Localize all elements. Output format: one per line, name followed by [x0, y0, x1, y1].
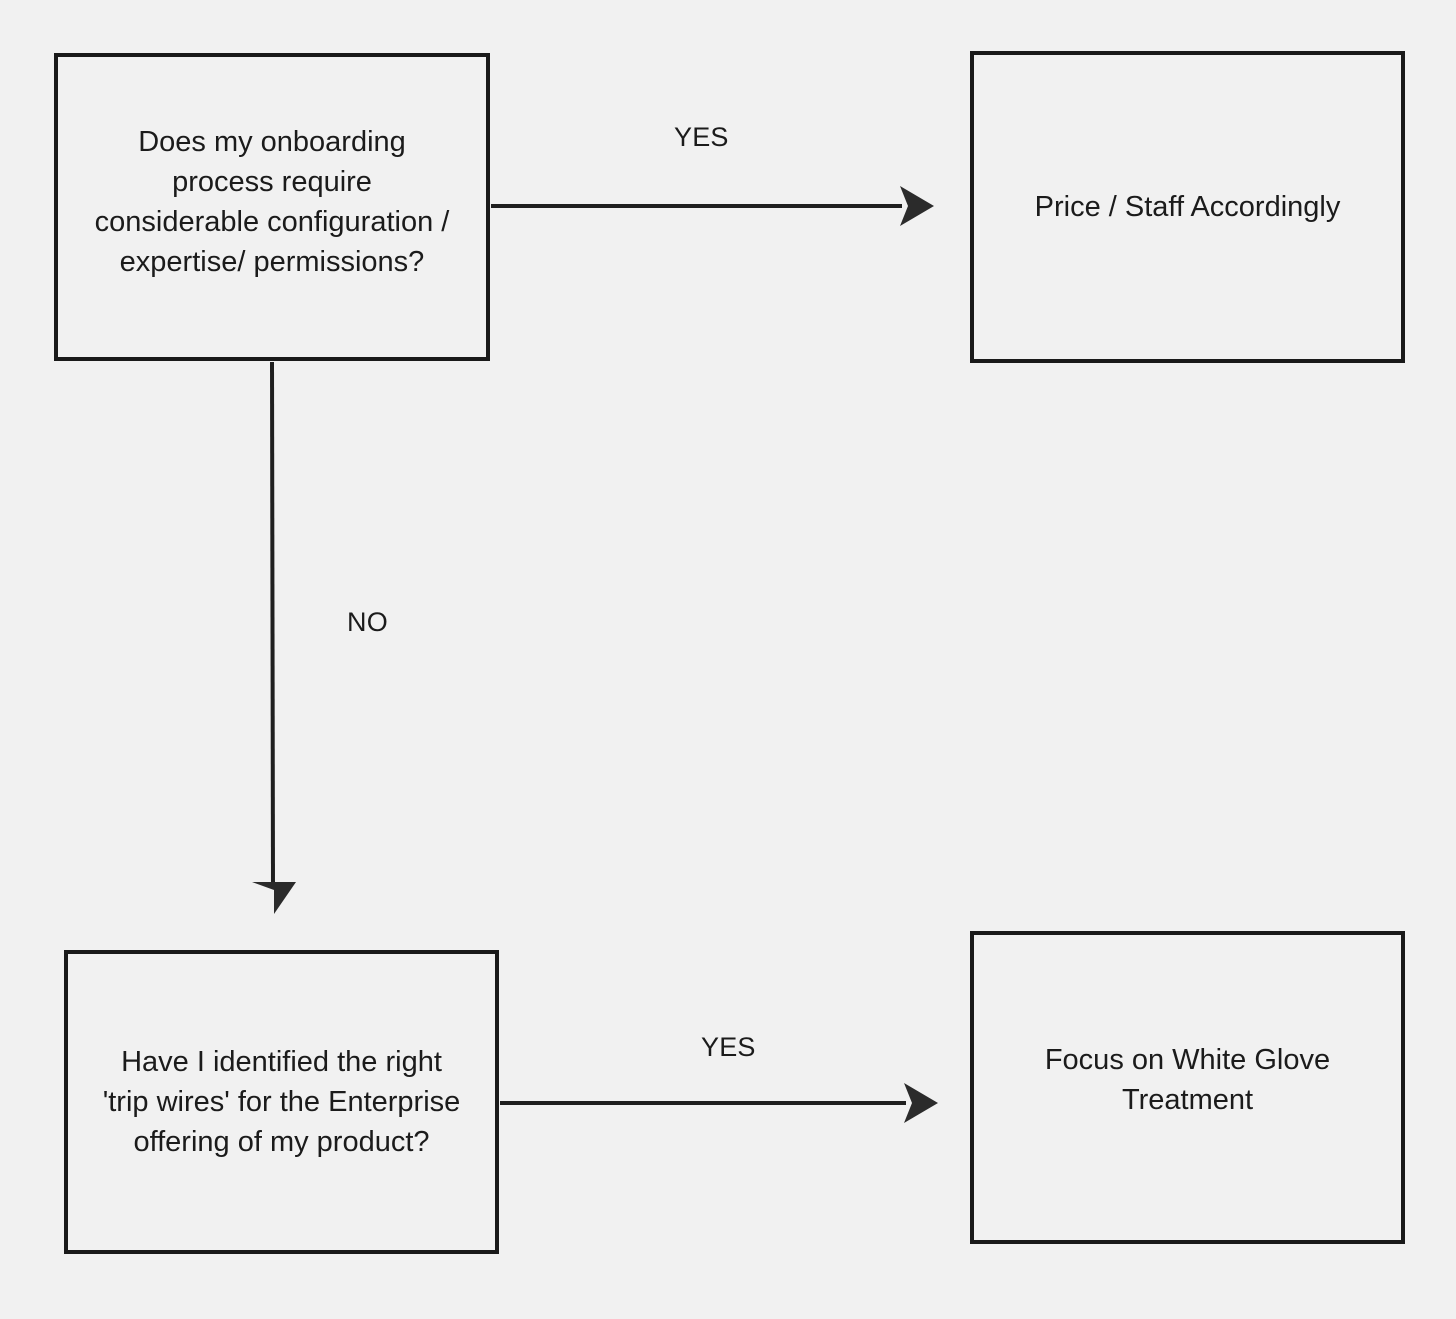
- node-focus-white-glove-treatment[interactable]: Focus on White Glove Treatment: [970, 931, 1405, 1244]
- edge-no: [252, 361, 296, 914]
- edge-yes-top: [491, 186, 934, 226]
- node-focus-white-glove-treatment-label: Focus on White Glove Treatment: [1044, 1044, 1331, 1117]
- node-onboarding-question-label: Does my onboarding process require consi…: [94, 126, 450, 279]
- node-price-staff-accordingly-label: Price / Staff Accordingly: [1034, 190, 1341, 223]
- node-onboarding-question[interactable]: Does my onboarding process require consi…: [54, 53, 490, 361]
- edge-label-no: NO: [347, 607, 388, 637]
- node-tripwires-question[interactable]: Have I identified the right 'trip wires'…: [64, 950, 499, 1254]
- node-tripwires-question-label: Have I identified the right 'trip wires'…: [102, 1046, 461, 1159]
- edge-label-yes-top: YES: [674, 122, 729, 152]
- node-price-staff-accordingly[interactable]: Price / Staff Accordingly: [970, 51, 1405, 363]
- edge-label-yes-bottom: YES: [701, 1032, 756, 1062]
- edge-yes-bottom: [500, 1083, 938, 1123]
